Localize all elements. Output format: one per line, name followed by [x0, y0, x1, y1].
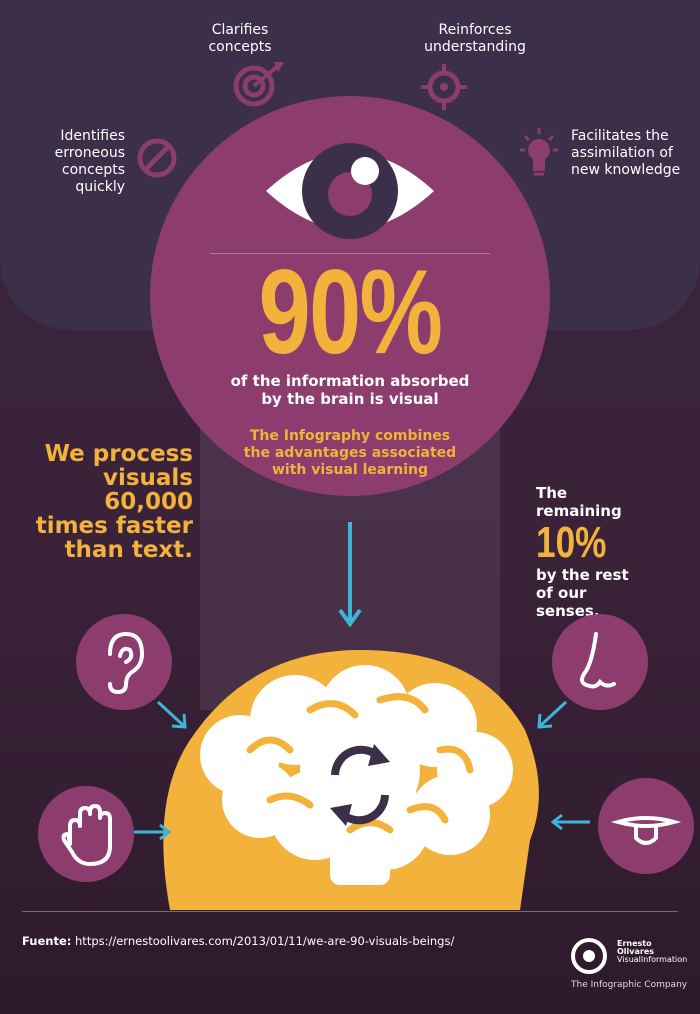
target-arrow-icon	[233, 62, 284, 107]
down-arrow-icon	[338, 522, 362, 628]
circle-divider	[210, 253, 490, 254]
benefit-facilitates: Facilitates the assimilation of new know…	[571, 128, 681, 178]
lightbulb-icon	[520, 128, 558, 176]
brain-icon	[200, 665, 513, 885]
ear-sense	[76, 614, 172, 710]
hand-icon	[61, 804, 112, 866]
remaining-percent: 10%	[536, 518, 607, 567]
logo-line1: Ernesto	[617, 939, 652, 948]
logo-line2: Olivares	[617, 947, 655, 956]
arrow-nose	[537, 700, 568, 729]
mouth-icon	[610, 816, 682, 845]
benefit-identifies: Identifies erroneous concepts quickly	[54, 128, 125, 195]
source-line: Fuente: https://ernestoolivares.com/2013…	[22, 934, 454, 948]
nose-icon	[580, 632, 616, 689]
hand-sense	[38, 786, 134, 882]
crosshair-icon	[421, 64, 467, 110]
arrow-ear	[156, 700, 187, 729]
brain-head-illustration	[163, 650, 539, 910]
headline-line2: The Infography combines the advantages a…	[243, 428, 457, 478]
tagline: The Infographic Company	[571, 980, 688, 990]
footer-divider	[22, 911, 678, 912]
side-fact: We process visuals 60,000 times faster t…	[35, 441, 193, 563]
arrow-hand	[134, 823, 172, 841]
arrow-mouth	[550, 813, 590, 831]
headline-percent: 90%	[258, 245, 443, 379]
remaining-block: The remaining 10% by the rest of our sen…	[536, 484, 646, 620]
mouth-sense	[598, 778, 694, 874]
source-url[interactable]: https://ernestoolivares.com/2013/01/11/w…	[75, 934, 455, 948]
benefit-reinforces: Reinforces understanding	[424, 22, 526, 55]
remaining-post: by the rest of our senses.	[536, 566, 629, 620]
prohibited-icon	[137, 138, 177, 178]
target-logo-icon	[571, 938, 607, 974]
nose-sense	[552, 614, 648, 710]
publisher-logo: Ernesto Olivares VisualInformation The I…	[571, 938, 691, 998]
remaining-pre: The remaining	[536, 484, 622, 520]
source-label: Fuente:	[22, 934, 72, 948]
headline-line1: of the information absorbed by the brain…	[230, 372, 470, 408]
logo-line3: VisualInformation	[617, 955, 688, 964]
benefit-clarifies: Clarifies concepts	[208, 22, 272, 55]
eye-icon	[266, 143, 434, 239]
logo-text: Ernesto Olivares VisualInformation	[617, 940, 687, 964]
ear-icon	[108, 631, 145, 695]
